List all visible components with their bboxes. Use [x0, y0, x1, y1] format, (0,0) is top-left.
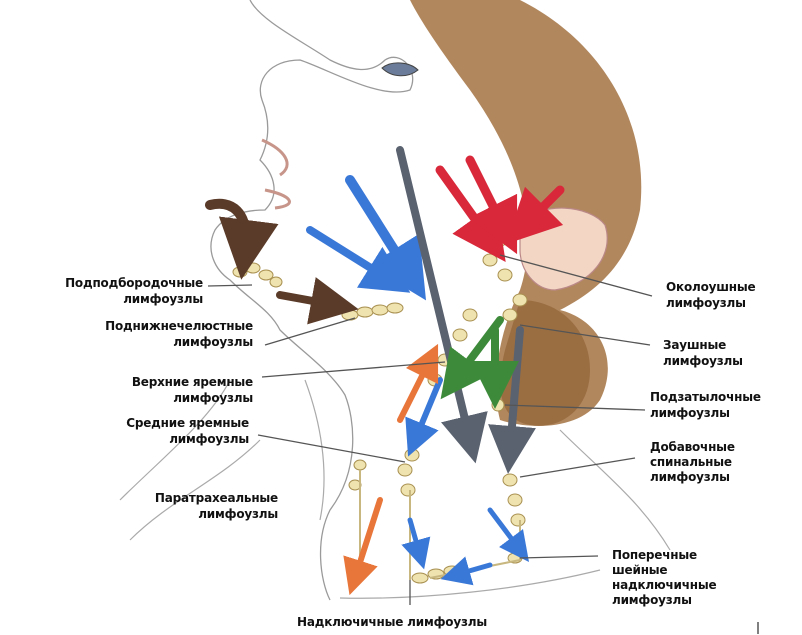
label-line: лимфоузлы: [123, 292, 203, 306]
label-line: Заушные: [663, 338, 727, 352]
lymph-vessels: [359, 470, 521, 580]
label-line: Надключичные лимфоузлы: [297, 615, 487, 629]
arrow-brown: [205, 198, 279, 280]
arrow-brown: [276, 277, 359, 325]
label-submandibular-nodes: Поднижнечелюстные лимфоузлы: [105, 318, 253, 350]
label-supraclavicular-nodes: Надключичные лимфоузлы: [297, 614, 487, 630]
label-suboccipital-nodes: Подзатылочные лимфоузлы: [650, 389, 761, 421]
label-line: лимфоузлы: [650, 470, 730, 484]
drainage-arrows: [205, 146, 565, 596]
label-line: лимфоузлы: [666, 296, 746, 310]
arrow-blue: [440, 556, 493, 586]
neck-back-outline: [119, 379, 671, 599]
label-line: Околоушные: [666, 280, 756, 294]
label-line: Подподбородочные: [65, 276, 203, 290]
label-line: лимфоузлы: [169, 432, 249, 446]
arrow-red: [505, 185, 565, 245]
label-paratracheal-nodes: Паратрахеальные лимфоузлы: [155, 490, 278, 522]
label-line: лимфоузлы: [612, 593, 692, 607]
arrow-blue: [401, 517, 431, 570]
label-line: Поперечные: [612, 548, 697, 562]
label-line: Верхние яремные: [131, 375, 253, 389]
label-line: надключичные: [612, 578, 717, 592]
leader-lines: [207, 254, 653, 605]
label-line: Поднижнечелюстные: [105, 319, 253, 333]
lips: [261, 138, 291, 210]
label-line: спинальные: [650, 455, 732, 469]
arrow-red: [465, 155, 518, 255]
label-line: Подзатылочные: [650, 390, 761, 404]
arrow-blue: [405, 377, 443, 457]
arrow-orange: [397, 343, 439, 423]
label-middle-jugular-nodes: Средние яремные лимфоузлы: [126, 415, 249, 447]
label-parotid-nodes: Околоушные лимфоузлы: [666, 279, 756, 311]
label-line: Средние яремные: [126, 416, 249, 430]
label-line: шейные: [612, 563, 668, 577]
arrow-orange: [343, 497, 383, 596]
label-upper-jugular-nodes: Верхние яремные лимфоузлы: [132, 374, 253, 406]
arrow-blue: [306, 226, 411, 293]
label-retroauricular-nodes: Заушные лимфоузлы: [663, 337, 743, 369]
face-profile: [210, 0, 414, 601]
label-line: лимфоузлы: [173, 391, 253, 405]
label-line: лимфоузлы: [198, 507, 278, 521]
label-line: Паратрахеальные: [154, 491, 278, 505]
arrow-blue: [487, 507, 529, 562]
label-line: лимфоузлы: [663, 354, 743, 368]
eye: [381, 62, 419, 77]
label-line: Добавочные: [650, 440, 735, 454]
label-line: лимфоузлы: [173, 335, 253, 349]
label-line: лимфоузлы: [650, 406, 730, 420]
label-submental-nodes: Подподбородочные лимфоузлы: [65, 275, 203, 307]
